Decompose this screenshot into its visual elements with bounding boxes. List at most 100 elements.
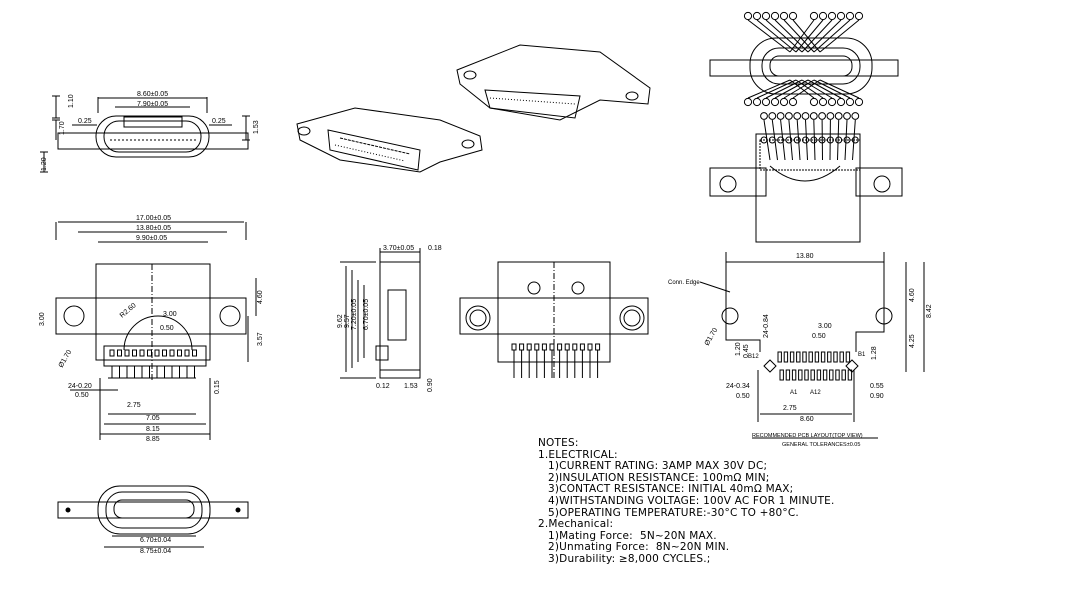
contact-pin <box>511 343 517 351</box>
pcb-b1: B1 <box>858 352 866 358</box>
contact-pin <box>109 349 115 357</box>
pin-marker-circle <box>743 11 753 21</box>
contact-pin <box>519 343 525 351</box>
contact-pin <box>147 349 152 357</box>
pcb-pad <box>816 369 822 381</box>
bottom-w1: 6.70±0.04 <box>140 537 171 544</box>
pin-marker-circle <box>777 136 785 144</box>
pcb-pad-w: 3.00 <box>818 323 832 330</box>
pin-marker-circle <box>845 11 855 21</box>
notes-heading: NOTES: <box>538 437 579 449</box>
pin-marker-circle <box>752 11 762 21</box>
pin-marker-circle <box>836 11 846 21</box>
pin-marker-circle <box>843 112 851 120</box>
pcb-pad <box>796 351 801 363</box>
pin-marker-circle <box>851 136 859 144</box>
dim-pin-span: 2.75 <box>127 402 141 409</box>
contact-pin <box>549 343 555 351</box>
pcb-pad <box>802 351 807 363</box>
pin-marker-circle <box>785 112 793 120</box>
pin-marker-circle <box>761 97 771 107</box>
notes-electrical: 1.ELECTRICAL: <box>538 448 618 461</box>
dim-width-outer: 8.60±0.05 <box>137 91 168 98</box>
bottom-w2: 8.75±0.04 <box>140 548 171 555</box>
pcb-r090: 0.90 <box>870 393 884 400</box>
contact-pin <box>169 349 175 357</box>
dim-tab-w: 3.00 <box>163 311 177 318</box>
pin-marker-circle <box>818 97 828 107</box>
pcb-pad <box>820 351 826 363</box>
pin-marker-circle <box>845 97 855 107</box>
pcb-w050: 0.50 <box>736 393 750 400</box>
pin-marker-circle <box>809 112 818 120</box>
note-operating-temp: 5)OPERATING TEMPERATURE:-30°C TO +80°C. <box>548 506 799 519</box>
contact-pin <box>579 343 585 351</box>
conn-edge: Conn. Edge <box>668 280 700 286</box>
dim-width-inner: 7.90±0.05 <box>137 101 168 108</box>
contact-pin <box>162 349 167 357</box>
contact-pin <box>595 343 601 351</box>
pcb-right-total: 8.42 <box>926 304 933 318</box>
pin-circles-top <box>743 11 864 53</box>
pcb-pad <box>789 351 795 363</box>
notes-block: NOTES: 1.ELECTRICAL: 1)CURRENT RATING: 3… <box>538 437 835 566</box>
iso-view-back <box>456 44 651 121</box>
pin-marker-circle <box>768 112 777 120</box>
note-current-rating: 1)CURRENT RATING: 3AMP MAX 30V DC; <box>548 460 768 473</box>
contact-pin <box>124 349 130 357</box>
pcb-a-h1: 1.20 <box>735 342 742 356</box>
pin-marker-circle <box>854 11 864 21</box>
side-view: 3.70±0.05 0.18 9.62 9.57 7.20±0.05 6.70±… <box>337 245 442 392</box>
bottom-view: 6.70±0.04 8.75±0.04 <box>57 485 249 555</box>
pcb-hole-dia: Ø1.70 <box>704 327 720 347</box>
rear-view <box>459 261 649 380</box>
dim-overall: 17.00±0.05 <box>136 215 171 222</box>
pin-marker-circle <box>809 97 819 107</box>
dim-thickness: 1.20 <box>41 157 48 171</box>
dim-d1: 7.05 <box>146 415 160 422</box>
pcb-r055: 0.55 <box>870 383 884 390</box>
pcb-pad <box>783 351 789 363</box>
pcb-pad <box>785 369 791 381</box>
pin-marker-circle <box>834 112 843 120</box>
note-mating-force: 1)Mating Force: 5N~20N MAX. <box>548 529 717 542</box>
pin-marker-circle <box>761 11 771 21</box>
pcb-a-h2: 0.45 <box>743 344 750 358</box>
pin-marker-circle <box>801 112 810 120</box>
pcb-layout: 13.80 Conn. Edge 4.60 8.42 4.25 Ø1.70 1.… <box>668 252 933 448</box>
dim-h3: 7.20±0.05 <box>351 299 358 330</box>
pcb-right-top: 4.60 <box>909 288 916 302</box>
pcb-right-low: 4.25 <box>909 334 916 348</box>
dim-mid: 13.80±0.05 <box>136 225 171 232</box>
pcb-pad <box>822 369 828 381</box>
pcb-pad <box>827 351 832 363</box>
pin-marker-circle <box>760 112 768 120</box>
contact-pin <box>154 349 160 357</box>
pin-marker-circle <box>788 11 798 21</box>
pin-marker-circle <box>809 11 819 21</box>
pcb-pad <box>814 351 820 363</box>
contact-pin <box>117 349 122 357</box>
dim-height-left: 1.70 <box>59 121 66 135</box>
pcb-pad-small: 0.50 <box>812 333 826 340</box>
note-withstanding-voltage: 4)WITHSTANDING VOLTAGE: 100V AC FOR 1 MI… <box>548 494 835 507</box>
dim-d2: 8.15 <box>146 426 160 433</box>
dim-foot-r: 1.53 <box>404 383 418 390</box>
dim-top-right: 0.18 <box>428 245 442 252</box>
rear-body <box>709 133 903 243</box>
pcb-pad <box>839 351 844 363</box>
pcb-pad <box>841 369 846 381</box>
dim-h4: 6.70±0.05 <box>363 299 370 330</box>
dim-right-h: 4.60 <box>257 290 264 304</box>
pcb-pitch2: 24-0.34 <box>726 383 750 390</box>
pin-marker-circle <box>770 11 780 21</box>
contact-pin <box>572 343 578 351</box>
dim-right-low: 3.57 <box>257 332 264 346</box>
pcb-pad <box>829 369 834 381</box>
contact-pin <box>177 349 182 357</box>
dim-hole-h: 3.00 <box>39 312 46 326</box>
pcb-pad <box>779 369 784 381</box>
pin-marker-circle <box>854 97 864 107</box>
notes-mechanical: 2.Mechanical: <box>538 518 614 531</box>
